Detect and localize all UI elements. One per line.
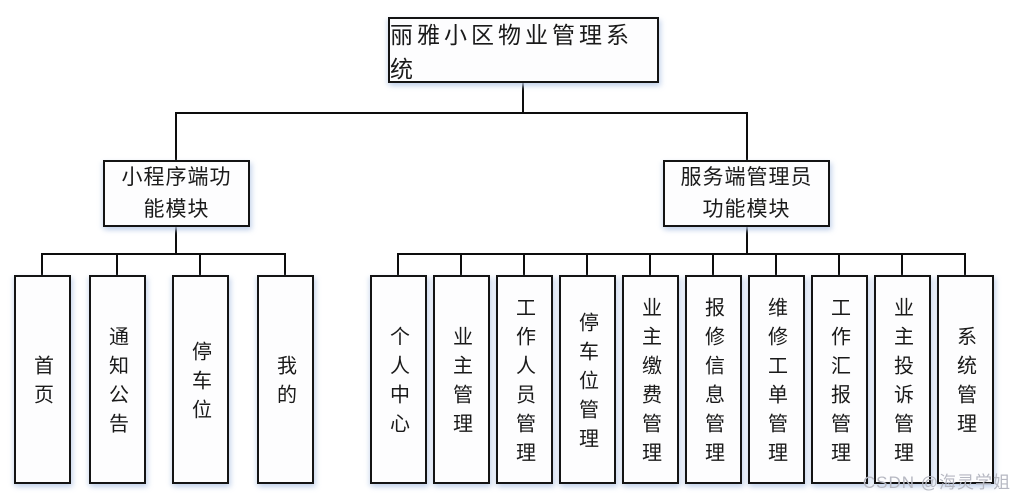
connector-right-bar	[397, 253, 966, 255]
connector-leaf-drop	[838, 253, 840, 277]
node-leaf-personal-center: 个人中心	[370, 275, 427, 484]
node-leaf-owner-mgmt: 业主管理	[433, 275, 490, 484]
node-leaf-label: 工作人员管理	[512, 297, 537, 471]
connector-branch-right-drop	[746, 112, 748, 161]
connector-leaf-drop	[397, 253, 399, 277]
node-leaf-label: 业主投诉管理	[890, 297, 915, 471]
node-leaf-payment-mgmt: 业主缴费管理	[622, 275, 679, 484]
connector-leaf-drop	[199, 253, 201, 277]
node-leaf-label: 我的	[273, 355, 298, 413]
node-branch-miniapp: 小程序端功 能模块	[103, 160, 250, 227]
node-root: 丽雅小区物业管理系统	[388, 17, 659, 83]
connector-leaf-drop	[460, 253, 462, 277]
node-leaf-label: 工作汇报管理	[827, 297, 852, 471]
node-leaf-label: 通知公告	[105, 326, 130, 442]
connector-branch-left-drop	[175, 112, 177, 161]
connector-leaf-drop	[901, 253, 903, 277]
node-root-label: 丽雅小区物业管理系统	[390, 23, 633, 83]
connector-right-stem	[746, 226, 748, 254]
connector-leaf-drop	[775, 253, 777, 277]
node-leaf-label: 停车位	[188, 340, 213, 428]
connector-leaf-drop	[284, 253, 286, 277]
connector-leaf-drop	[116, 253, 118, 277]
node-branch-admin: 服务端管理员 功能模块	[663, 160, 830, 227]
node-leaf-workorder-mgmt: 维修工单管理	[748, 275, 805, 484]
node-branch-admin-label: 服务端管理员 功能模块	[680, 165, 813, 221]
node-leaf-label: 维修工单管理	[764, 297, 789, 471]
node-leaf-complaint-mgmt: 业主投诉管理	[874, 275, 931, 484]
node-leaf-label: 个人中心	[386, 326, 411, 442]
connector-leaf-drop	[41, 253, 43, 277]
connector-left-bar	[41, 253, 286, 255]
connector-level1-bar	[175, 112, 748, 114]
watermark: CSDN @海灵学姐	[862, 473, 1011, 492]
node-leaf-system-mgmt: 系统管理	[937, 275, 994, 484]
connector-root-stem	[522, 83, 524, 113]
node-leaf-parking-mgmt: 停车位管理	[559, 275, 616, 484]
node-branch-miniapp-label: 小程序端功 能模块	[121, 165, 232, 221]
node-leaf-mine: 我的	[257, 275, 314, 484]
node-leaf-parking: 停车位	[172, 275, 229, 484]
connector-leaf-drop	[964, 253, 966, 277]
connector-leaf-drop	[712, 253, 714, 277]
connector-leaf-drop	[523, 253, 525, 277]
node-leaf-staff-mgmt: 工作人员管理	[496, 275, 553, 484]
node-leaf-notice: 通知公告	[89, 275, 146, 484]
node-leaf-label: 报修信息管理	[701, 297, 726, 471]
node-leaf-label: 系统管理	[953, 326, 978, 442]
connector-left-stem	[175, 226, 177, 254]
node-leaf-home: 首页	[14, 275, 71, 484]
node-leaf-label: 停车位管理	[575, 311, 600, 457]
node-leaf-label: 业主缴费管理	[638, 297, 663, 471]
connector-leaf-drop	[649, 253, 651, 277]
node-leaf-repair-info-mgmt: 报修信息管理	[685, 275, 742, 484]
node-leaf-workreport-mgmt: 工作汇报管理	[811, 275, 868, 484]
node-leaf-label: 首页	[30, 355, 55, 413]
node-leaf-label: 业主管理	[449, 326, 474, 442]
connector-leaf-drop	[586, 253, 588, 277]
